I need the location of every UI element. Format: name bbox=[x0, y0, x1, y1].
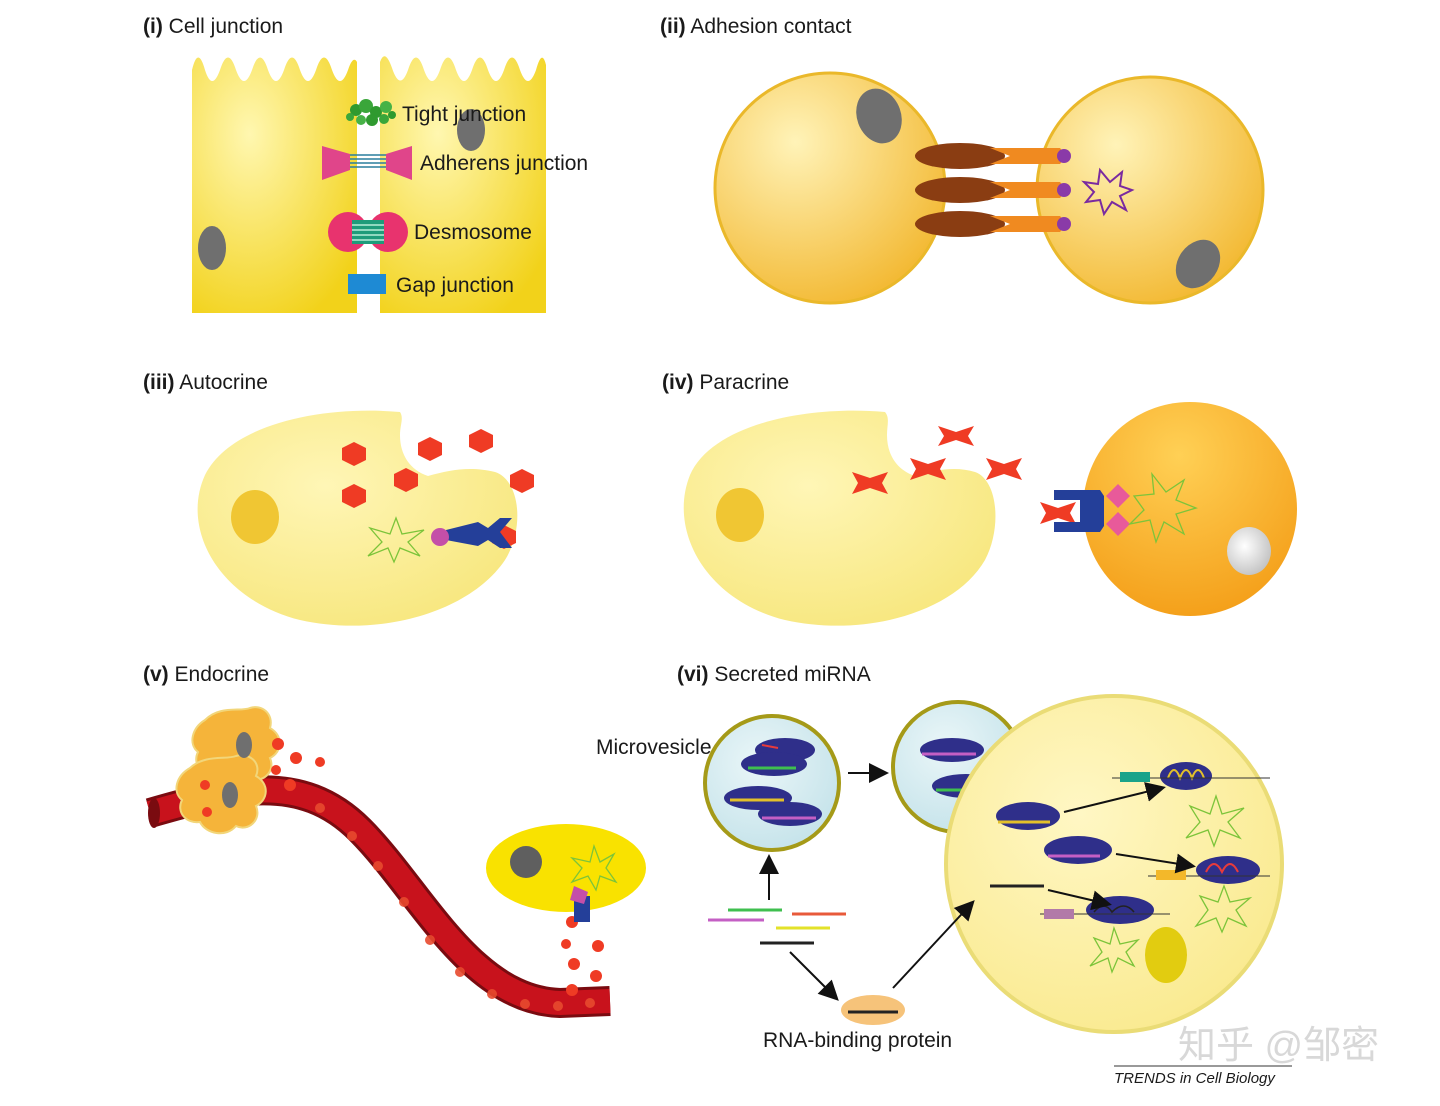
left-adhesion-cell bbox=[713, 71, 947, 305]
vessel-opening bbox=[148, 798, 160, 828]
gap-junction-symbol bbox=[348, 274, 386, 294]
autocrine-receptor-ball bbox=[431, 528, 449, 546]
autocrine-receptor bbox=[446, 518, 512, 548]
recipient-mirna-complexes bbox=[990, 762, 1270, 924]
left-cell-nucleus bbox=[198, 226, 226, 270]
desmosome-symbol bbox=[328, 212, 408, 252]
tight-junction-label: Tight junction bbox=[402, 103, 526, 126]
endocrine-target-nucleus bbox=[510, 846, 542, 878]
blood-cells bbox=[315, 803, 595, 1011]
paracrine-source-cell bbox=[683, 410, 996, 626]
endocrine-signal-burst-icon bbox=[569, 843, 618, 892]
panel-i-cell-junction: Tight junction Adherens junction Desmoso… bbox=[192, 56, 588, 314]
left-epithelial-cell bbox=[192, 57, 357, 313]
paracrine-receptor bbox=[1054, 490, 1104, 532]
panel-iv-title: (iv) Paracrine bbox=[662, 371, 789, 394]
autocrine-signal-burst-icon bbox=[367, 516, 425, 564]
panel-v-title: (v) Endocrine bbox=[143, 663, 269, 686]
left-adhesion-nucleus bbox=[856, 88, 902, 144]
endocrine-target-cell bbox=[486, 824, 646, 912]
panel-ii-adhesion-contact bbox=[713, 71, 1265, 305]
paracrine-target-nucleus bbox=[1227, 527, 1271, 575]
right-epithelial-cell bbox=[380, 56, 546, 314]
autocrine-nucleus bbox=[231, 490, 279, 544]
watermark: 知乎 @邹密 bbox=[1178, 1025, 1379, 1067]
right-adhesion-nucleus bbox=[1175, 239, 1221, 289]
panel-vi-secreted-mirna: Microvesicle bbox=[596, 694, 1284, 1052]
adhesion-signal-burst-icon bbox=[1081, 167, 1135, 217]
panel-vi-title: (vi) Secreted miRNA bbox=[677, 663, 871, 686]
adhesion-molecules bbox=[915, 143, 1071, 237]
paracrine-target-cell bbox=[1083, 402, 1297, 616]
gap-junction-label: Gap junction bbox=[396, 274, 514, 297]
recipient-signal-bursts bbox=[1089, 793, 1253, 974]
microvesicle-label: Microvesicle bbox=[596, 736, 712, 759]
right-cell-nucleus bbox=[457, 109, 485, 151]
pathway-arrows bbox=[759, 763, 1196, 1001]
panel-ii-title: (ii) Adhesion contact bbox=[660, 15, 852, 38]
autocrine-ligands bbox=[342, 429, 534, 549]
microvesicle bbox=[703, 714, 841, 852]
paracrine-receptor-tags bbox=[1106, 484, 1130, 536]
endocrine-receptor bbox=[574, 896, 590, 922]
paracrine-ligands bbox=[852, 426, 1076, 524]
paracrine-signal-burst-icon bbox=[1128, 471, 1198, 545]
panel-v-endocrine bbox=[145, 706, 646, 1019]
gland-cells bbox=[175, 706, 281, 835]
desmosome-label: Desmosome bbox=[414, 221, 532, 244]
panel-iii-title: (iii) Autocrine bbox=[143, 371, 268, 394]
panel-i-title: (i) Cell junction bbox=[143, 15, 283, 38]
paracrine-source-nucleus bbox=[716, 488, 764, 542]
microvesicle-cargo bbox=[724, 738, 822, 826]
panel-iv-paracrine bbox=[683, 402, 1297, 626]
endocrine-receptor-tag bbox=[570, 886, 588, 904]
free-mirnas bbox=[708, 908, 846, 945]
rna-binding-protein-label: RNA-binding protein bbox=[763, 1029, 952, 1052]
tight-junction-symbol bbox=[346, 99, 396, 126]
adherens-junction-symbol bbox=[322, 146, 412, 180]
rna-binding-protein-symbol bbox=[841, 995, 905, 1025]
recipient-cell-nucleus bbox=[1145, 927, 1187, 983]
journal-credit: TRENDS in Cell Biology bbox=[1114, 1070, 1276, 1087]
panel-iii-autocrine bbox=[197, 410, 534, 626]
adherens-junction-label: Adherens junction bbox=[420, 152, 588, 175]
autocrine-cell bbox=[197, 410, 518, 626]
